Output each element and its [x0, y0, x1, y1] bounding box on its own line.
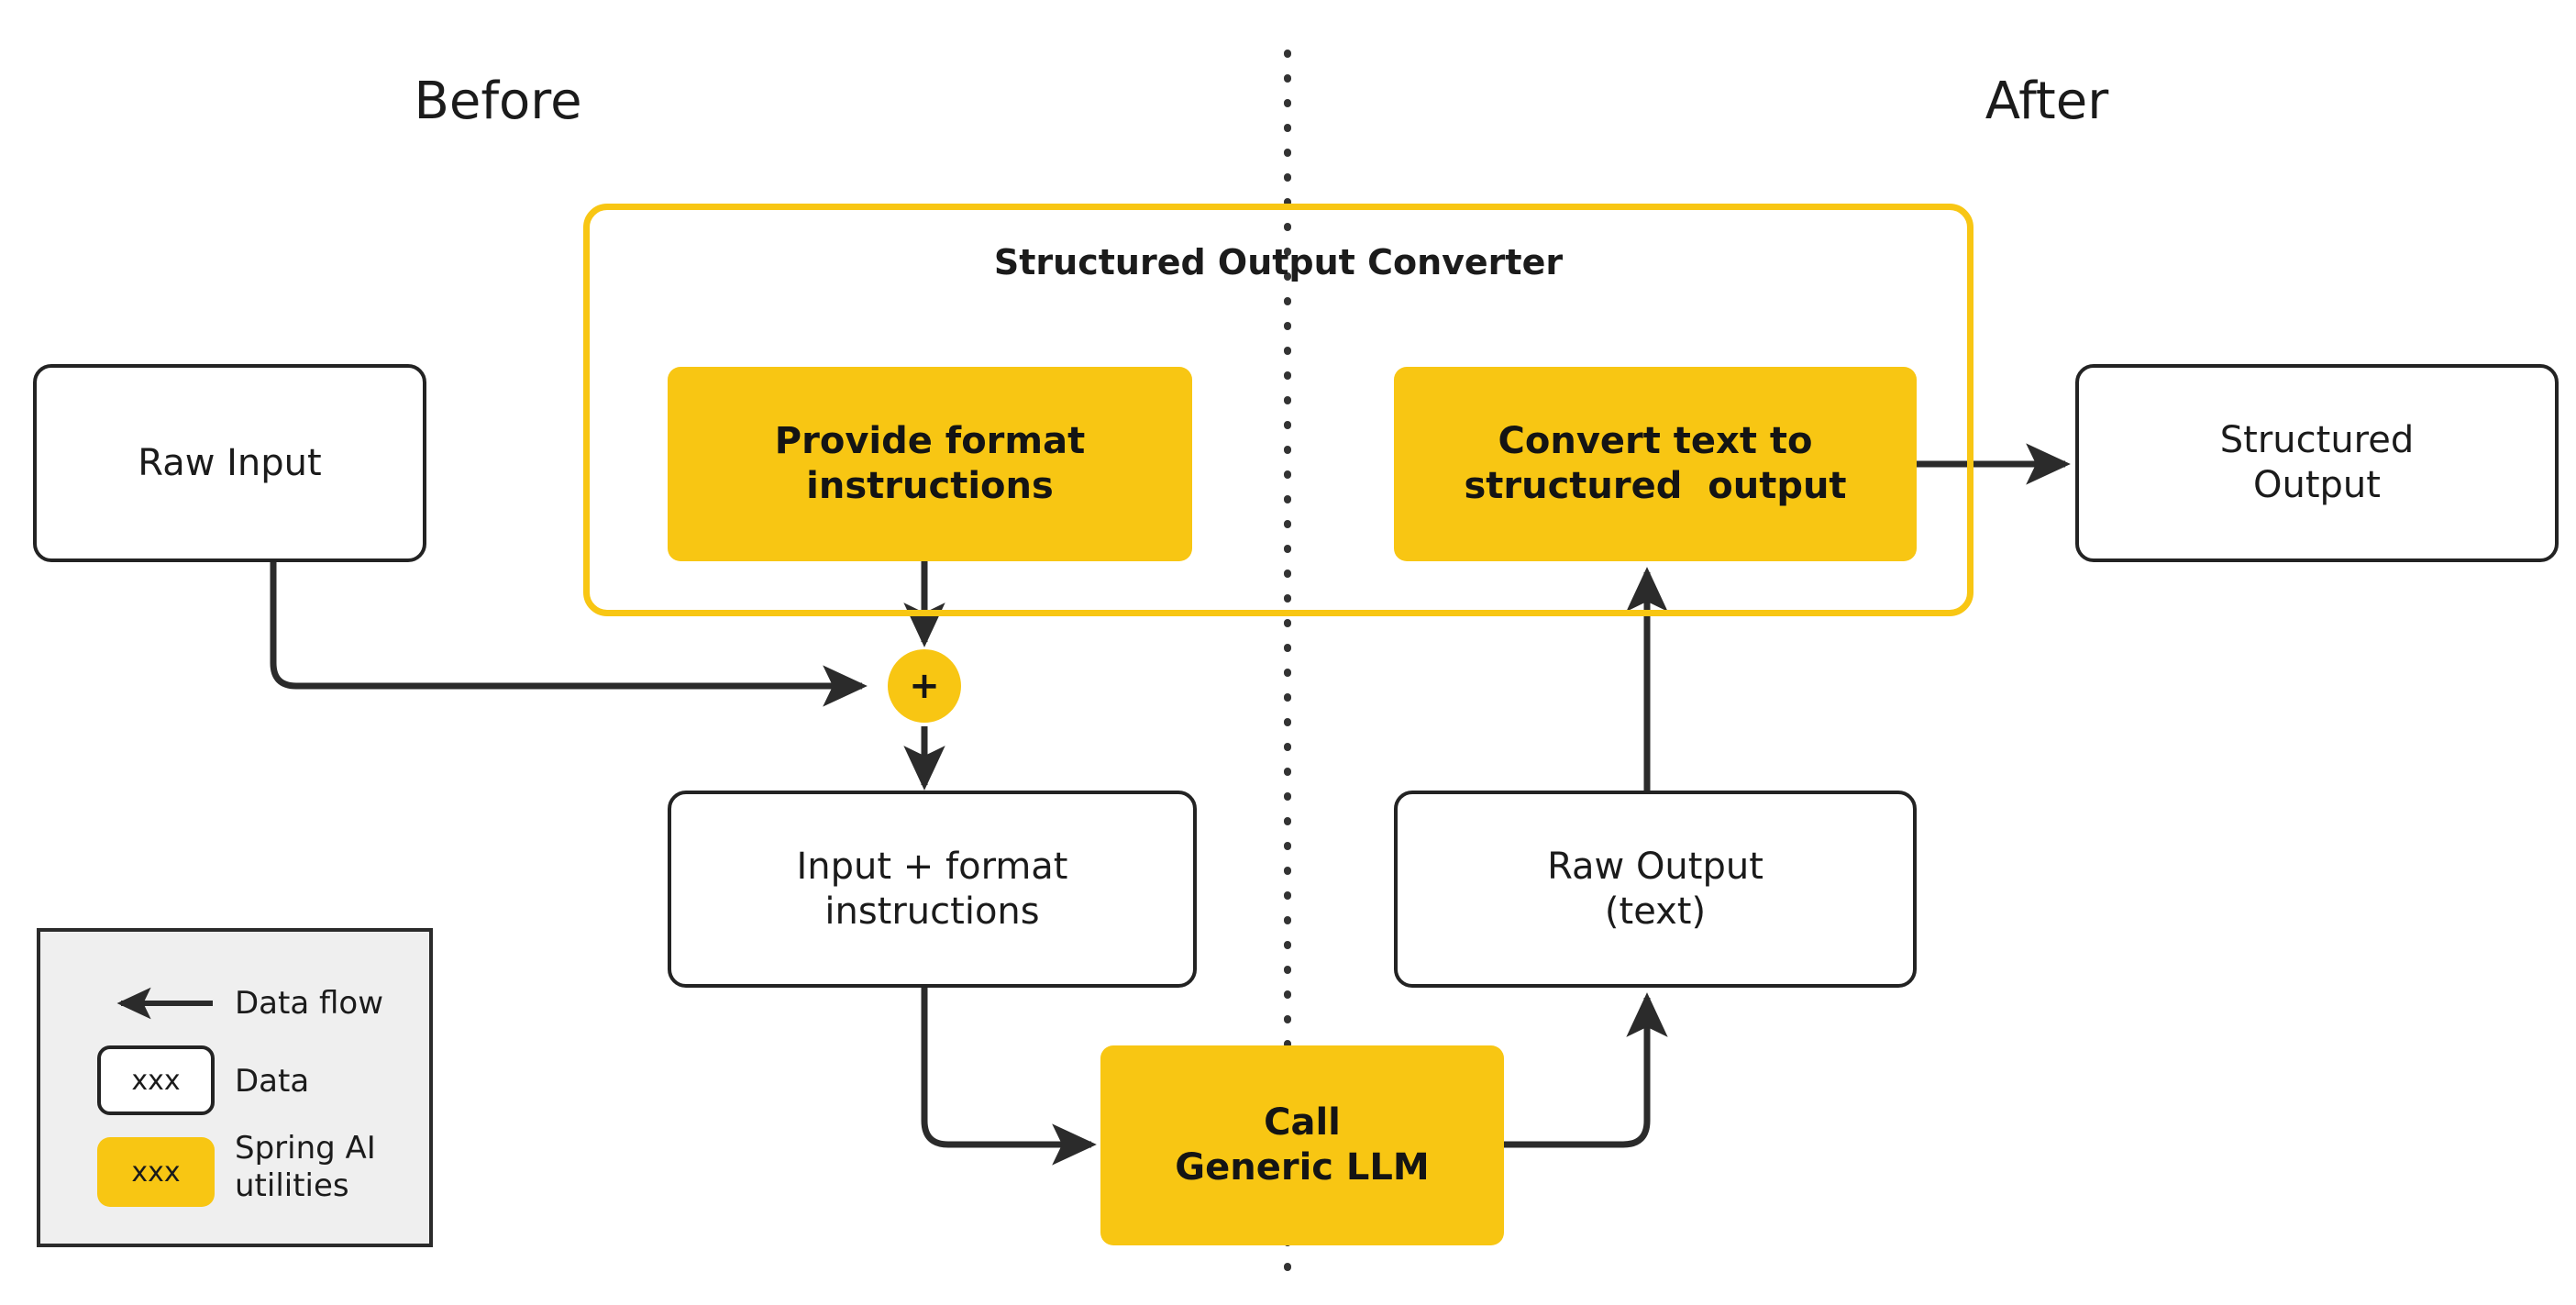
legend-data-flow-arrow-icon [116, 987, 213, 1020]
arrow-raw-input-to-merge [270, 562, 868, 707]
arrow-call-llm-to-raw-output [1504, 992, 1668, 1148]
node-input-format-line2: instructions [824, 890, 1040, 933]
node-input-plus-format-instructions[interactable]: Input + format instructions [668, 791, 1197, 988]
node-convert-line2: structured output [1464, 465, 1847, 507]
node-provide-format-line2: instructions [806, 465, 1054, 507]
node-provide-format-instructions[interactable]: Provide format instructions [668, 367, 1192, 561]
node-call-llm-line2: Generic LLM [1175, 1146, 1430, 1189]
legend-utility-swatch-text: xxx [131, 1156, 181, 1189]
node-convert-line1: Convert text to [1498, 420, 1813, 463]
node-raw-output-line1: Raw Output [1547, 845, 1763, 888]
legend-data-label: Data [235, 1063, 310, 1100]
node-structured-output-line1: Structured [2219, 419, 2415, 462]
node-call-generic-llm[interactable]: Call Generic LLM [1100, 1045, 1504, 1245]
merge-plus-label: + [909, 665, 940, 707]
legend-panel: Data flow xxx Data xxx Spring AI utiliti… [37, 928, 433, 1247]
node-structured-output[interactable]: Structured Output [2075, 364, 2559, 562]
legend-data-swatch-text: xxx [131, 1064, 181, 1097]
legend-data-swatch: xxx [97, 1045, 215, 1115]
structured-output-converter-group [583, 204, 1973, 616]
node-raw-input-label: Raw Input [138, 441, 322, 484]
legend-utility-label-line2: utilities [235, 1167, 349, 1204]
node-raw-input[interactable]: Raw Input [33, 364, 426, 562]
node-structured-output-line2: Output [2253, 464, 2381, 506]
node-raw-output[interactable]: Raw Output (text) [1394, 791, 1917, 988]
legend-data-flow-label: Data flow [235, 985, 384, 1022]
node-provide-format-line1: Provide format [774, 420, 1086, 463]
arrow-input-format-to-call-llm [921, 988, 1097, 1166]
node-raw-output-line2: (text) [1604, 890, 1707, 933]
legend-utility-label: Spring AI utilities [235, 1130, 427, 1205]
node-input-format-line1: Input + format [796, 845, 1068, 888]
node-convert-text-to-structured-output[interactable]: Convert text to structured output [1394, 367, 1917, 561]
phase-label-before: Before [414, 72, 582, 131]
node-merge-plus[interactable]: + [888, 649, 961, 723]
phase-label-after: After [1985, 72, 2109, 131]
group-title: Structured Output Converter [993, 242, 1564, 282]
legend-utility-label-line1: Spring AI [235, 1130, 376, 1167]
node-call-llm-line1: Call [1264, 1101, 1341, 1145]
legend-utility-swatch: xxx [97, 1137, 215, 1207]
